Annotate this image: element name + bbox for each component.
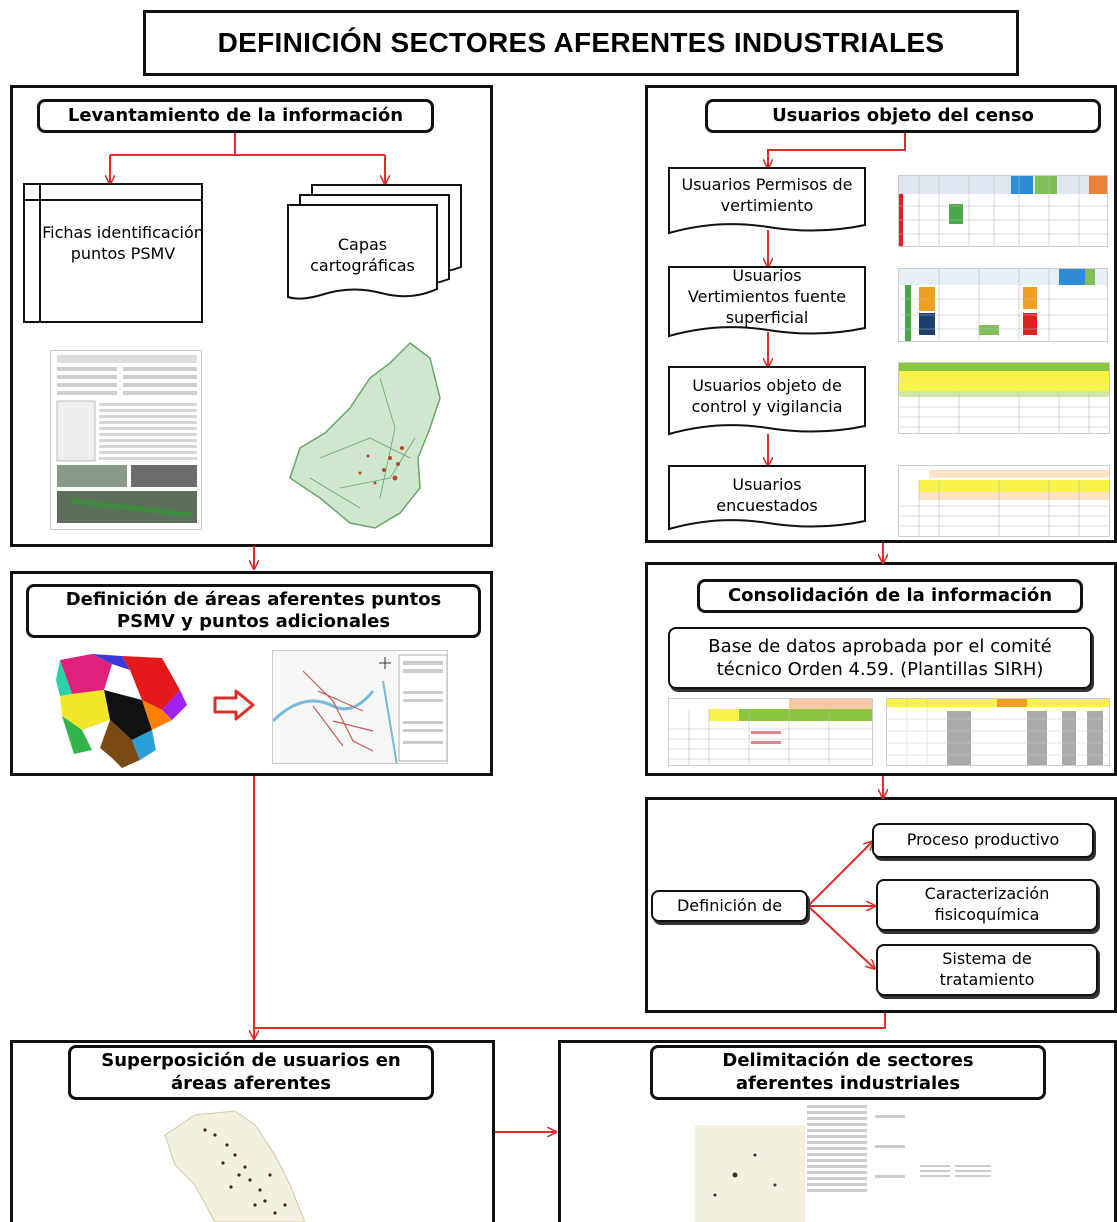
areas-aferentes-header: Definición de áreas aferentes puntos PSM… [26,584,481,638]
capas-stack: Capas cartográficas [285,183,465,313]
step-encuestados-label: Usuarios encuestados [716,475,818,515]
sistema-tratamiento-box: Sistema de tratamiento [876,944,1098,996]
levantamiento-header-text: Levantamiento de la información [67,104,404,126]
arrow-to-permisos [768,132,906,167]
capas-map-thumbnail [280,338,460,533]
fichas-box: Fichas identificación puntos PSMV [23,183,204,323]
delimitacion-map-thumbnail [695,1105,1015,1222]
definicion-box: Definición de [651,890,808,922]
arrow-to-proceso [807,842,872,907]
caracterizacion-label: Caracterización fisicoquímica [924,884,1050,924]
superposicion-header: Superposición de usuarios en áreas afere… [68,1045,434,1100]
multidocument-shape [287,184,462,300]
proceso-productivo-label: Proceso productivo [906,830,1060,850]
superposicion-header-text: Superposición de usuarios en áreas afere… [101,1050,401,1094]
page-title: DEFINICIÓN SECTORES AFERENTES INDUSTRIAL… [217,27,945,58]
sistema-tratamiento-label: Sistema de tratamiento [939,949,1035,989]
usuarios-censo-header: Usuarios objeto del censo [705,99,1101,133]
sirh-table-thumbnail-1 [668,698,873,766]
capas-label: Capas cartográficas [310,235,415,275]
encuestados-table-thumbnail [898,465,1110,537]
sirh-table-thumbnail-2 [886,698,1110,766]
consolidacion-header-text: Consolidación de la información [727,584,1053,606]
step-control-label: Usuarios objeto de control y vigilancia [691,376,843,416]
base-datos-label: Base de datos aprobada por el comité téc… [708,635,1052,680]
network-map-thumbnail [272,650,448,764]
definicion-label: Definición de [676,895,783,915]
delimitacion-header: Delimitación de sectores aferentes indus… [650,1045,1046,1100]
arrow-levantamiento-split [110,132,385,156]
step-permisos: Usuarios Permisos de vertimiento [668,167,866,239]
base-datos-box: Base de datos aprobada por el comité téc… [668,627,1092,689]
usuarios-censo-header-text: Usuarios objeto del censo [772,104,1034,126]
superposicion-map-thumbnail [155,1105,315,1222]
arrow-to-sistema [807,905,874,968]
consolidacion-header: Consolidación de la información [697,579,1083,613]
arrow-right-merge [254,1013,886,1029]
areas-aferentes-header-text: Definición de áreas aferentes puntos PSM… [65,588,442,633]
hollow-right-arrow-icon [212,688,256,722]
permisos-table-thumbnail [898,175,1108,247]
proceso-productivo-box: Proceso productivo [872,823,1094,858]
control-table-thumbnail [898,362,1110,434]
step-vertimientos-label: Usuarios Vertimientos fuente superficial [687,266,847,327]
levantamiento-header: Levantamiento de la información [37,99,434,133]
caracterizacion-box: Caracterización fisicoquímica [876,879,1098,931]
step-encuestados: Usuarios encuestados [668,465,866,535]
vertimientos-table-thumbnail [898,268,1108,342]
fichas-label: Fichas identificación puntos PSMV [42,223,204,263]
step-permisos-label: Usuarios Permisos de vertimiento [681,175,853,215]
step-control: Usuarios objeto de control y vigilancia [668,366,866,440]
ficha-document-thumbnail [50,350,202,530]
colored-areas-map [52,650,192,770]
delimitacion-header-text: Delimitación de sectores aferentes indus… [722,1050,974,1094]
title-box: DEFINICIÓN SECTORES AFERENTES INDUSTRIAL… [143,10,1019,76]
step-vertimientos: Usuarios Vertimientos fuente superficial [668,266,866,342]
